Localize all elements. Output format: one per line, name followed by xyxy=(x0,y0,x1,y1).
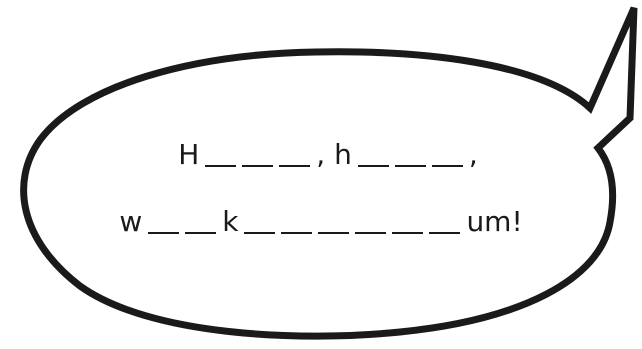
letter-blank xyxy=(394,165,426,167)
puzzle-letter: w xyxy=(119,205,143,238)
letter-blank xyxy=(429,232,461,234)
letter-blank xyxy=(431,165,463,167)
letter-blank xyxy=(244,232,276,234)
letter-blank xyxy=(357,165,389,167)
letter-blank xyxy=(355,232,387,234)
puzzle-letter: k xyxy=(222,205,239,238)
letter-blank xyxy=(281,232,313,234)
letter-blank xyxy=(148,232,180,234)
puzzle-letter: , h xyxy=(316,138,352,171)
letter-blank xyxy=(279,165,311,167)
letter-blank xyxy=(392,232,424,234)
letter-blank xyxy=(318,232,350,234)
letter-blank xyxy=(185,232,217,234)
puzzle-letter: , xyxy=(468,138,478,171)
letter-blank xyxy=(242,165,274,167)
puzzle-line-2: w k um! xyxy=(0,205,642,238)
letter-blank xyxy=(205,165,237,167)
puzzle-line-1: H , h, xyxy=(0,138,642,171)
speech-bubble-outline xyxy=(20,6,638,340)
puzzle-letter: H xyxy=(178,138,200,171)
puzzle-letter: um! xyxy=(466,205,523,238)
